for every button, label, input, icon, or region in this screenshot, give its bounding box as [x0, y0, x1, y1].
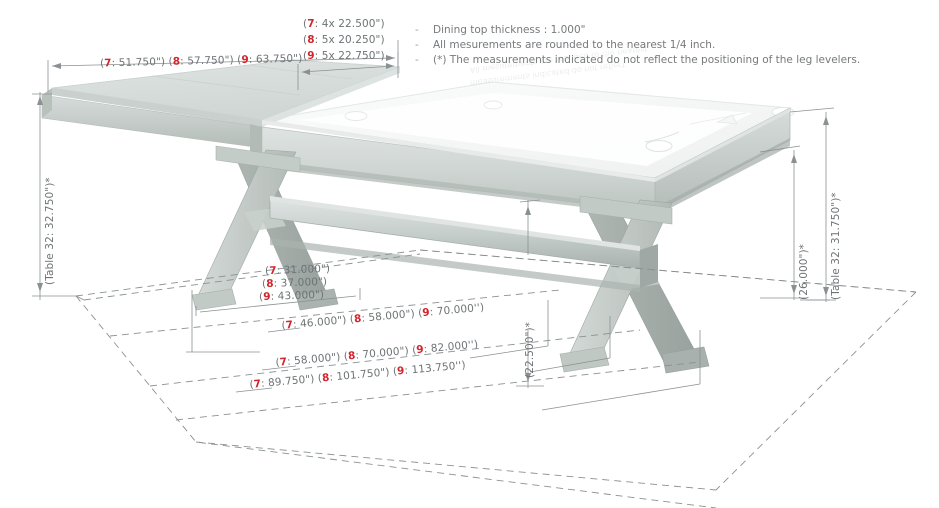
- pocket-side-left: [344, 111, 368, 121]
- model-9-tag: 9: [307, 50, 315, 62]
- note-bullet-2: -: [415, 39, 419, 51]
- dim-underside-clearance-right: (26.000")*: [798, 243, 810, 300]
- model-8-tag: 8: [266, 277, 274, 290]
- note-line-1: Dining top thickness : 1.000": [433, 24, 586, 36]
- model-7-tag: 7: [253, 377, 262, 391]
- model-8-tag: 8: [172, 55, 181, 68]
- leg-trestle-left: [191, 145, 339, 311]
- dim-table-height-right: (Table 32: 31.750")*: [830, 192, 842, 300]
- table-apron: [41, 88, 791, 216]
- model-7-tag: 7: [307, 18, 315, 30]
- model-7-value: 51.750": [118, 55, 162, 70]
- model-7-tag: 7: [279, 355, 288, 369]
- model-8-tag: 8: [321, 371, 330, 385]
- model-7-tag: 7: [285, 318, 294, 332]
- model-7-tag: 7: [104, 57, 112, 70]
- note-bullet-3: -: [415, 54, 419, 66]
- model-9-tag: 9: [241, 53, 249, 67]
- model-8-tag: 8: [347, 349, 356, 363]
- note-bullet-1: -: [415, 24, 419, 36]
- dim-foot-spread-9: (9: 43.000"): [258, 288, 325, 304]
- model-7-value: 31.000"): [283, 262, 331, 277]
- dim-foot-spread-7: (7: 31.000"): [264, 262, 331, 278]
- model-7-tag: 7: [269, 264, 277, 277]
- model-8-tag: 8: [307, 34, 315, 46]
- pocket-corner-right: [645, 140, 673, 152]
- dim-foot-spread-8: (8: 37.000"): [261, 275, 328, 291]
- table-bed: All mesurements are rounded to the neare…: [261, 44, 795, 179]
- model-9-value: 5x 22.750": [321, 50, 381, 62]
- dim-leaf-count-7: (7: 4x 22.500"): [303, 18, 385, 30]
- model-9-tag: 9: [263, 290, 271, 303]
- model-9-value: 63.750": [255, 52, 299, 66]
- center-stretcher: [269, 196, 658, 292]
- model-9-tag: 9: [415, 343, 425, 357]
- model-7-value: 4x 22.500": [321, 18, 381, 30]
- model-9-tag: 9: [396, 364, 406, 378]
- model-8-value: 5x 20.250": [321, 34, 381, 46]
- dining-top-leaf: [51, 59, 401, 127]
- pocket-side-middle: [483, 100, 503, 110]
- model-9-value: 43.000"): [277, 288, 325, 303]
- model-8-value: 57.750": [187, 54, 230, 68]
- model-8-tag: 8: [353, 312, 362, 326]
- dim-table-height-left: (Table 32: 32.750")*: [44, 177, 56, 285]
- dim-leaf-count-9: (9: 5x 22.750"): [303, 50, 385, 62]
- dim-leaf-count-8: (8: 5x 20.250"): [303, 34, 385, 46]
- note-line-2: All mesurements are rounded to the neare…: [433, 39, 716, 51]
- model-9-tag: 9: [421, 306, 431, 320]
- note-line-3: (*) The measurements indicated do not re…: [433, 54, 861, 66]
- model-8-value: 37.000"): [280, 275, 328, 290]
- dim-center-clearance: (22.500")*: [524, 321, 536, 378]
- ground-plane-projection: [75, 249, 917, 508]
